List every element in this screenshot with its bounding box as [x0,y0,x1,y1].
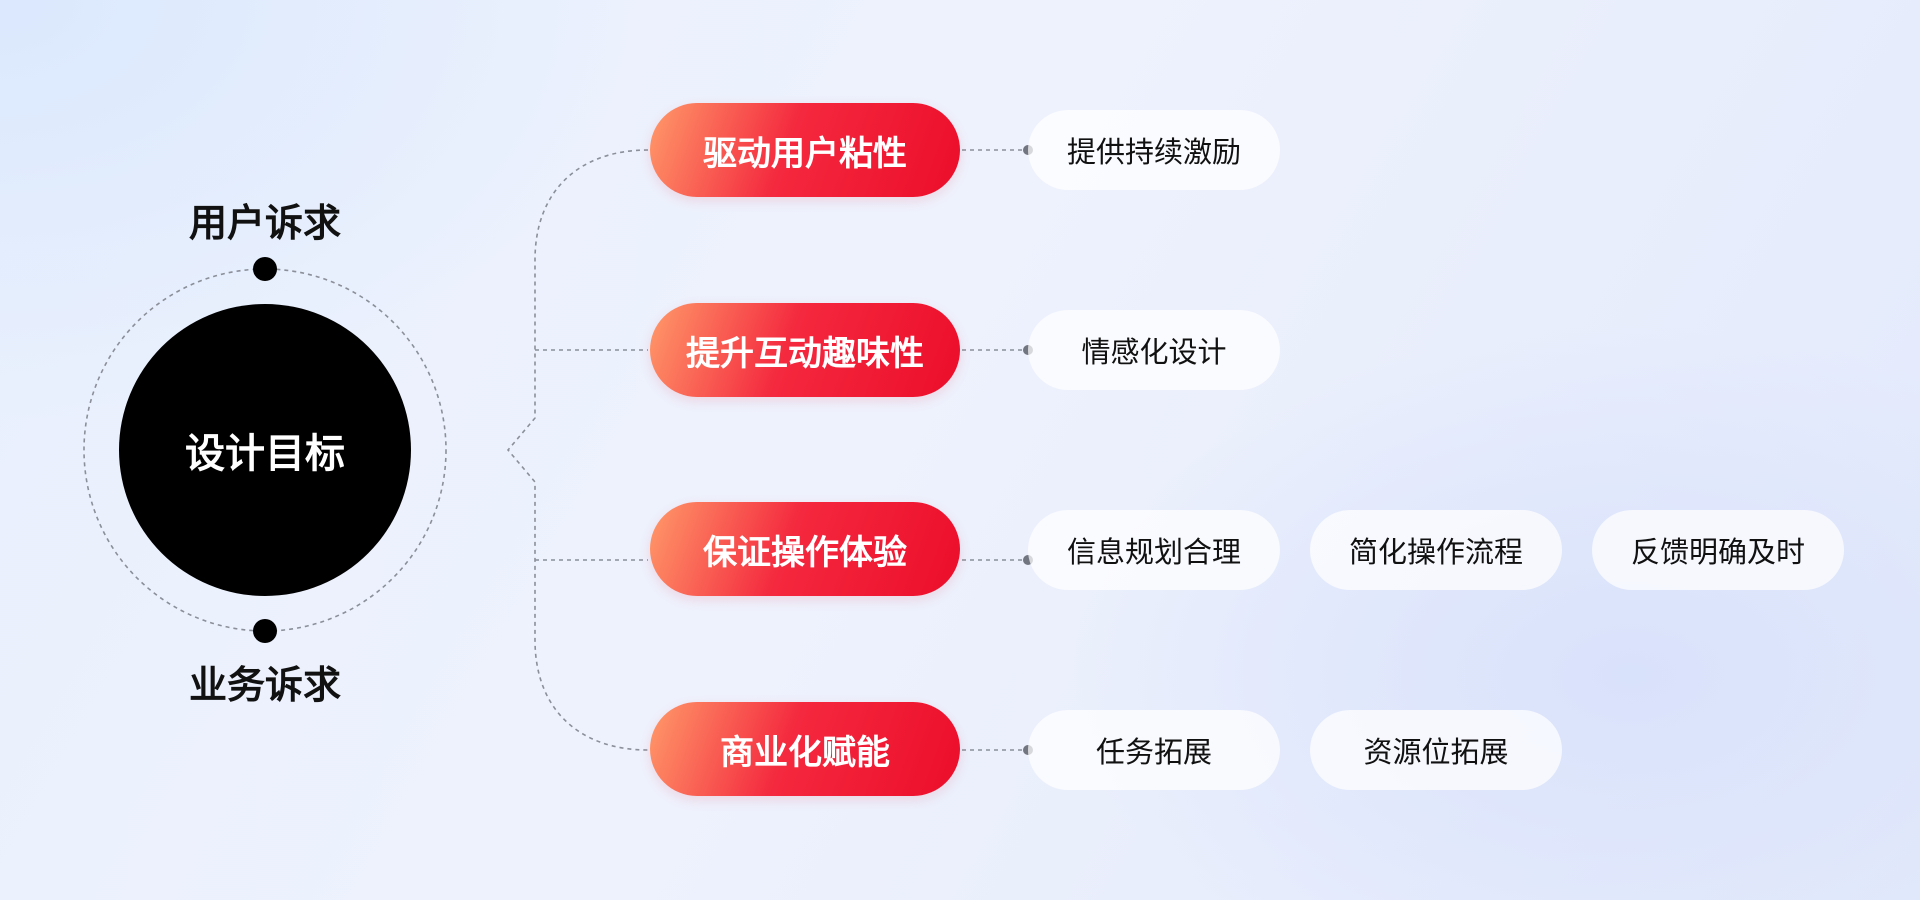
goal-interaction-fun: 提升互动趣味性 [650,303,960,397]
detail-simplify-flow: 简化操作流程 [1310,510,1562,590]
orbit-dot-top [253,257,277,281]
detail-task-expansion: 任务拓展 [1028,710,1280,790]
goal-commercial-enablement: 商业化赋能 [650,702,960,796]
goal-operation-experience: 保证操作体验 [650,502,960,596]
hub-label: 设计目标 [185,431,345,477]
detail-info-planning: 信息规划合理 [1028,510,1280,590]
detail-emotional-design: 情感化设计 [1028,310,1280,390]
design-goal-hub: 设计目标 [119,304,411,596]
user-demand-label: 用户诉求 [188,201,341,245]
orbit-ring [83,268,447,632]
detail-continuous-incentive: 提供持续激励 [1028,110,1280,190]
detail-resource-expansion: 资源位拓展 [1310,710,1562,790]
orbit-dot-bottom [253,619,277,643]
goal-user-stickiness: 驱动用户粘性 [650,103,960,197]
detail-timely-feedback: 反馈明确及时 [1592,510,1844,590]
business-demand-label: 业务诉求 [188,663,341,707]
brace-line [506,149,649,751]
